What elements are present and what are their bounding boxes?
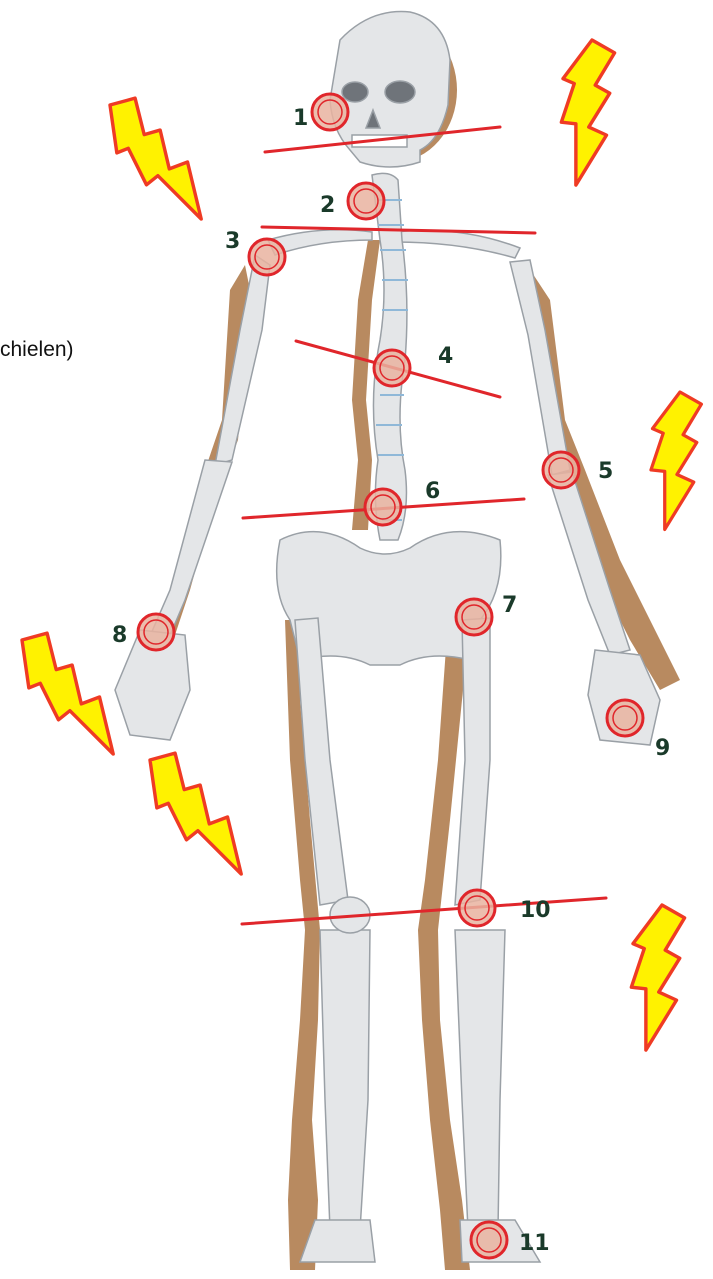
marker-label-2: 2 [320, 193, 335, 218]
bolt-icon [150, 753, 241, 874]
bolt-icon [604, 387, 713, 529]
marker-label-10: 10 [520, 898, 551, 923]
marker-label-9: 9 [655, 736, 670, 761]
right-forearm [150, 460, 232, 640]
marker-label-7: 7 [502, 593, 517, 618]
marker-label-11: 11 [519, 1231, 550, 1256]
marker-label-8: 8 [112, 623, 127, 648]
bolt-icon [110, 98, 201, 219]
left-tibia [455, 930, 505, 1230]
marker-label-5: 5 [598, 459, 613, 484]
right-tibia [320, 930, 370, 1230]
marker-label-4: 4 [438, 344, 453, 369]
bolt-icon [581, 900, 713, 1050]
bolt-icon [22, 633, 113, 754]
bolt-icon [511, 35, 661, 185]
marker-label-3: 3 [225, 229, 240, 254]
marker-label-1: 1 [293, 106, 308, 131]
marker-label-6: 6 [425, 479, 440, 504]
